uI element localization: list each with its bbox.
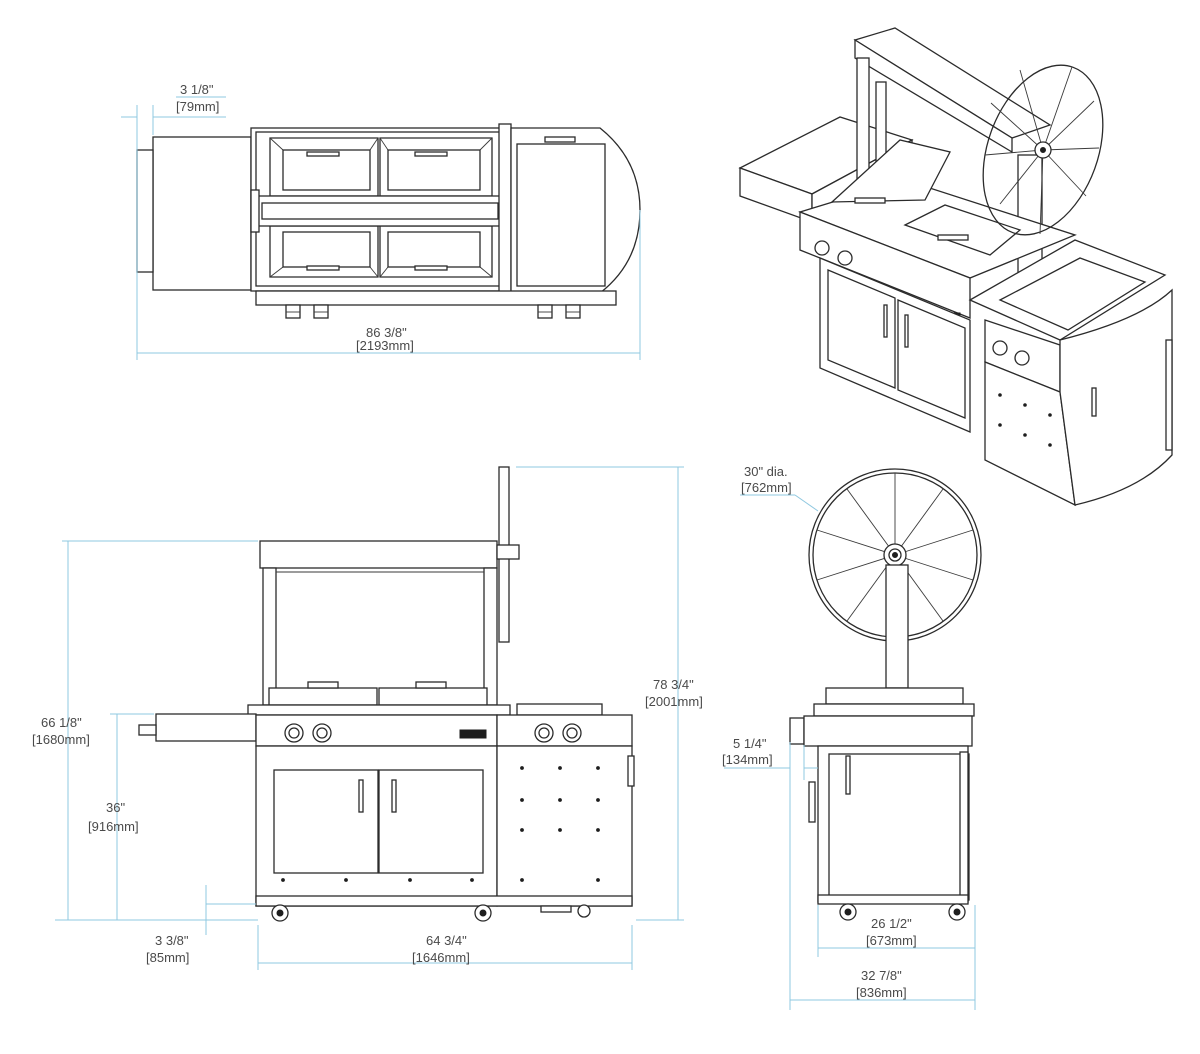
top-front-fascia: [255, 290, 617, 306]
side-control-area: [803, 715, 973, 747]
top-knobs: [285, 304, 581, 319]
front-view: [138, 466, 635, 922]
dim-counter-height-imperial: 36": [106, 800, 125, 815]
dim-total-height-metric: [1680mm]: [32, 732, 90, 747]
side-casters: [839, 903, 966, 921]
dim-caster-height-metric: [85mm]: [146, 950, 189, 965]
top-lid-panels: [269, 137, 493, 278]
dim-front-width-imperial: 64 3/4": [426, 933, 467, 948]
top-shelf-handle: [136, 149, 154, 273]
dim-counter-height-metric: [916mm]: [88, 819, 139, 834]
dim-overhang-imperial: 5 1/4": [733, 736, 767, 751]
top-view: [136, 123, 641, 319]
front-side-cabinet: [496, 745, 633, 907]
iso-lid-left: [830, 139, 951, 203]
top-side-shelf: [152, 136, 252, 291]
top-side-burner: [510, 127, 641, 294]
dim-top-width-imperial: 86 3/8": [366, 325, 407, 340]
dim-total-depth-metric: [836mm]: [856, 985, 907, 1000]
side-dimensions: 30" dia. [762mm] 5 1/4" [134mm] 26 1/2" …: [722, 464, 976, 1010]
dim-wheel-diameter-metric: [762mm]: [741, 480, 792, 495]
dim-total-height-imperial: 66 1/8": [41, 715, 82, 730]
dim-top-offset-metric: [79mm]: [176, 99, 219, 114]
dim-wheel-diameter-imperial: 30" dia.: [744, 464, 788, 479]
front-gantry-top: [259, 540, 498, 569]
front-left-shelf: [155, 713, 257, 742]
dim-caster-height-imperial: 3 3/8": [155, 933, 189, 948]
dim-cart-depth-imperial: 26 1/2": [871, 916, 912, 931]
side-view: [789, 468, 982, 921]
front-rivets: [281, 766, 600, 882]
iso-wheel-spokes: [984, 66, 1100, 235]
dim-front-width-metric: [1646mm]: [412, 950, 470, 965]
top-dimensions: 3 1/8" [79mm] 86 3/8" [2193mm]: [121, 82, 641, 360]
side-post: [885, 564, 909, 689]
iso-control-panel: [799, 211, 971, 319]
dim-total-depth-imperial: 32 7/8": [861, 968, 902, 983]
dim-max-height-metric: [2001mm]: [645, 694, 703, 709]
iso-lid-right: [903, 204, 1022, 256]
dim-cart-depth-metric: [673mm]: [866, 933, 917, 948]
dim-overhang-metric: [134mm]: [722, 752, 773, 767]
front-casters: [271, 904, 591, 922]
isometric-view: [738, 27, 1173, 507]
front-dimensions: 66 1/8" [1680mm] 36" [916mm] 3 3/8" [85m…: [32, 466, 703, 970]
dim-top-width-metric: [2193mm]: [356, 338, 414, 353]
iso-rivets: [998, 393, 1052, 447]
iso-wheel-rim: [982, 64, 1104, 236]
dim-max-height-imperial: 78 3/4": [653, 677, 694, 692]
dim-top-offset-imperial: 3 1/8": [180, 82, 214, 97]
top-gantry-beam: [255, 195, 505, 227]
